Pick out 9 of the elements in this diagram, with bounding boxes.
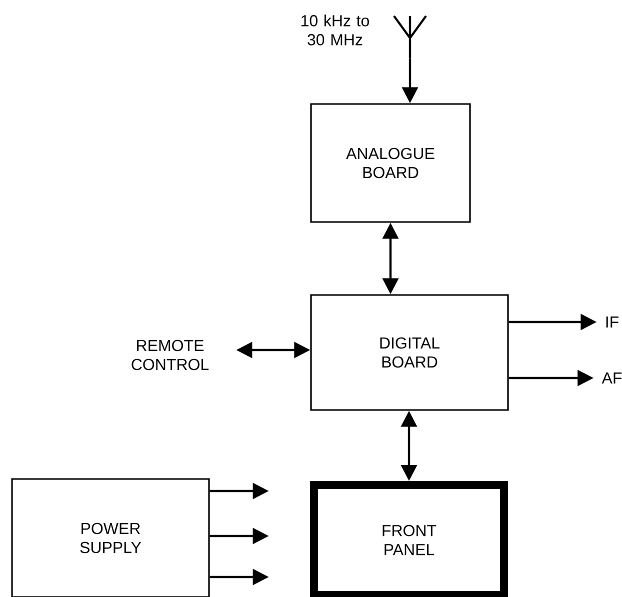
text-label: REMOTE CONTROL bbox=[132, 340, 209, 370]
process-box: DIGITAL BOARD bbox=[310, 294, 509, 411]
text-label: IF bbox=[606, 316, 618, 328]
frequency-label: 10 kHz to 30 MHz bbox=[302, 14, 369, 46]
process-box: POWER SUPPLY bbox=[11, 478, 210, 597]
process-box: FRONT PANEL bbox=[310, 481, 508, 597]
process-box: ANALOGUE BOARD bbox=[310, 103, 471, 223]
text-label: AF bbox=[602, 372, 622, 384]
antenna-drawing bbox=[392, 14, 428, 60]
